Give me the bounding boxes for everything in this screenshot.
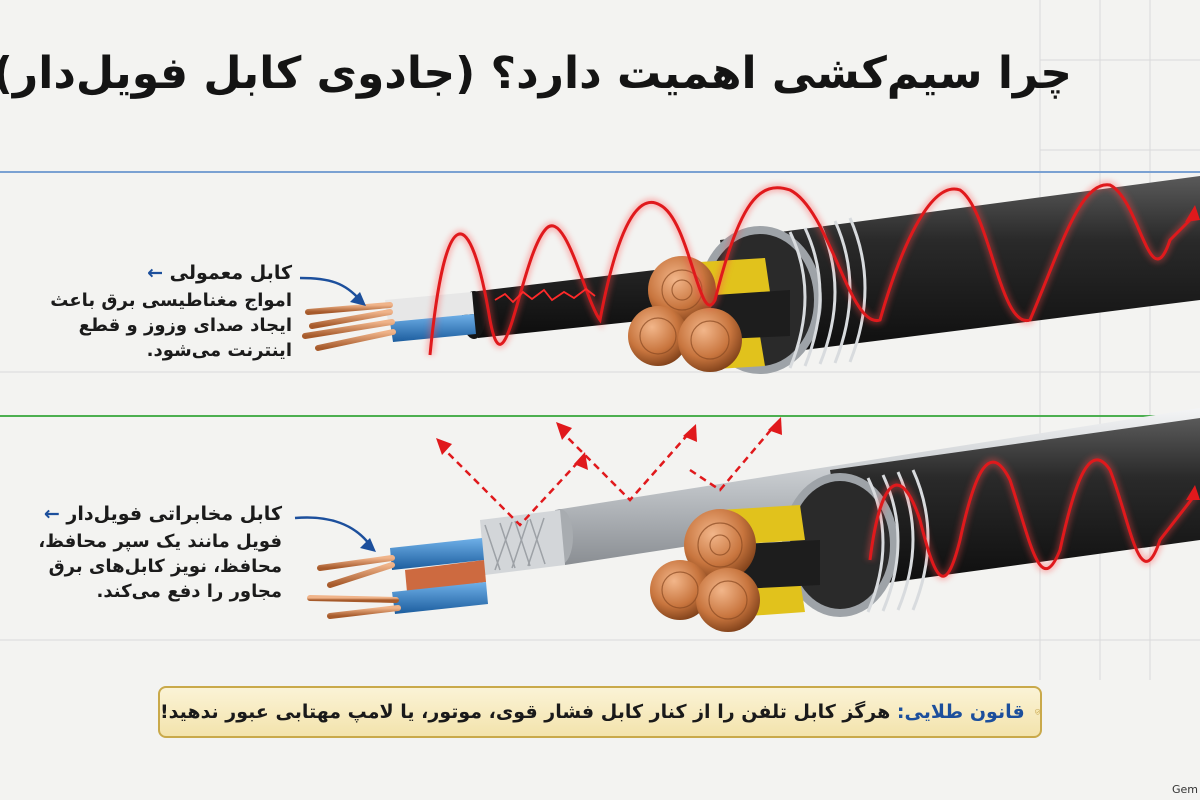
callout-heading-text: کابل معمولی xyxy=(169,262,292,284)
callout-pointer-bottom xyxy=(294,516,371,546)
golden-rule-message: هرگز کابل تلفن را از کنار کابل فشار قوی،… xyxy=(160,701,891,723)
callout-foil-cable: کابل مخابراتی فویل‌دار ← فویل مانند یک س… xyxy=(0,503,282,604)
left-arrow-icon: ← xyxy=(147,262,163,284)
callout-pointer-top xyxy=(299,276,361,301)
page-title: چرا سیم‌کشی اهمیت دارد؟ (جادوی کابل فویل… xyxy=(0,48,1072,99)
watermark: Gem xyxy=(1171,783,1198,796)
callout-heading-text: کابل مخابراتی فویل‌دار xyxy=(66,503,282,525)
callout-line: فویل مانند یک سپر محافظ، xyxy=(38,531,282,552)
callout-regular-cable: کابل معمولی ← امواج مغناطیسی برق باعث ای… xyxy=(2,262,292,363)
callout-line: مجاور را دفع می‌کند. xyxy=(96,581,282,602)
deflection-arrows xyxy=(439,424,776,527)
callout-foil-cable-heading: کابل مخابراتی فویل‌دار ← xyxy=(0,503,282,525)
shield-check-icon xyxy=(1035,709,1040,715)
foil-cable-group xyxy=(307,408,1200,632)
golden-rule-banner: قانون طلایی: هرگز کابل تلفن را از کنار ک… xyxy=(158,686,1042,738)
callout-line: محافظ، نویز کابل‌های برق xyxy=(48,556,282,577)
callout-line: ایجاد صدای وزوز و قطع xyxy=(78,315,292,336)
noise-spark xyxy=(494,287,596,304)
callout-line: امواج مغناطیسی برق باعث xyxy=(50,290,292,311)
golden-rule-label: قانون طلایی: xyxy=(896,701,1025,723)
callout-line: اینترنت می‌شود. xyxy=(146,340,292,361)
golden-rule-text: قانون طلایی: هرگز کابل تلفن را از کنار ک… xyxy=(160,701,1025,723)
regular-cable-group xyxy=(302,176,1200,374)
callout-regular-cable-heading: کابل معمولی ← xyxy=(2,262,292,284)
left-arrow-icon: ← xyxy=(43,503,60,525)
